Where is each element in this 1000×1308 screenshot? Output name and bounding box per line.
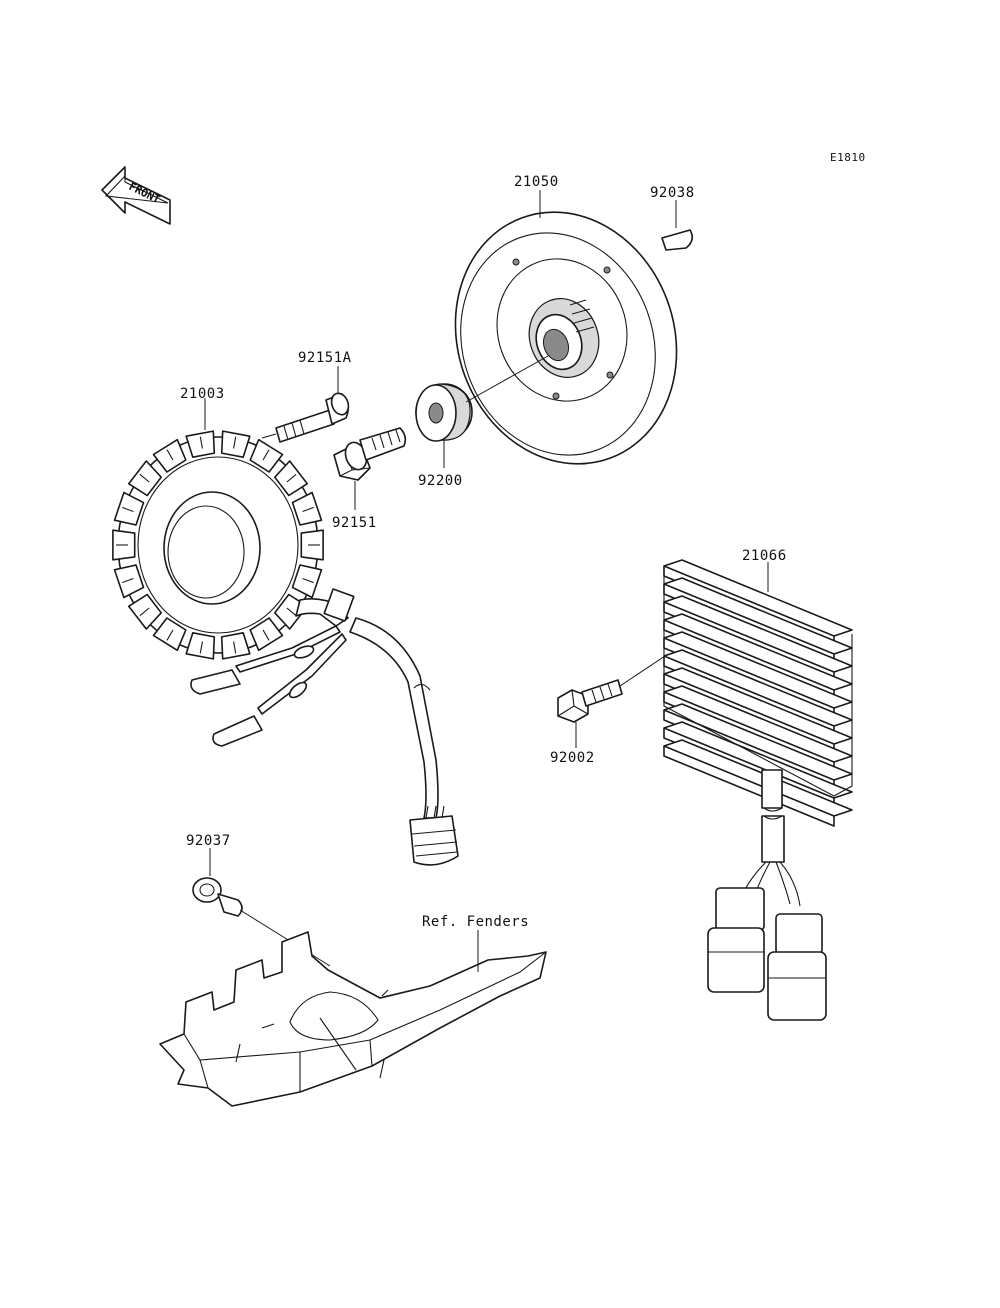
bolt-92002 [557,653,669,723]
washer-92200 [415,383,473,442]
stator-coil [113,491,145,526]
stator-coil-winding [139,473,150,483]
stator-harness [190,617,459,866]
stator-coil [291,491,323,526]
stator-coil-winding [122,506,134,513]
stator-coil-winding [286,607,297,617]
stator-coil-winding [302,506,314,513]
clamp-92037 [192,877,331,967]
stator-coil [220,631,251,660]
stator-coil [152,438,187,473]
part-label-92037: 92037 [186,833,231,849]
part-label-92151: 92151 [332,515,377,531]
stator-coil [249,438,284,473]
stator-coil [291,564,323,599]
flywheel-rotor [454,211,678,465]
stator-coil-winding [286,473,297,483]
stator-coil [113,564,145,599]
stator-coil-winding [139,607,150,617]
fender-bracket-reference [159,931,547,1107]
stator-coil-winding [199,641,203,654]
stator-coil [249,617,284,652]
reference-fenders-label: Ref. Fenders [422,914,529,930]
stator-coil-winding [233,641,237,654]
part-label-21050: 21050 [514,174,559,190]
front-direction-arrow-icon: FRONT [101,166,171,225]
stator-21003 [112,430,355,660]
part-label-21066: 21066 [742,548,787,564]
stator-coil-winding [233,436,237,449]
stator-coil [152,617,187,652]
part-label-92200: 92200 [418,473,463,489]
stator-coil-winding [166,449,174,461]
part-label-92002: 92002 [550,750,595,766]
leader-92200-axis [465,355,549,403]
bolt-92151A [261,392,350,443]
part-label-92038: 92038 [650,185,695,201]
stator-coil [185,430,216,459]
regulator-rectifier-21066 [663,559,853,1021]
stator-coil [220,430,251,459]
part-label-92151A: 92151A [298,350,352,366]
regulator-body-outline [663,566,853,797]
regulator-connector-left [707,887,765,993]
stator-coil-winding [166,629,174,641]
stator-coil-winding [302,577,314,584]
stator-coil-winding [199,436,203,449]
stator-coil-winding [262,629,270,641]
stator-coil [185,631,216,660]
stator-coil-winding [122,577,134,584]
bolt-92151 [333,427,407,481]
woodruff-key-92038 [661,229,694,251]
regulator-connector-right [767,913,827,1021]
part-label-21003: 21003 [180,386,225,402]
diagram-code: E1810 [830,151,866,164]
stator-coil-winding [262,449,270,461]
